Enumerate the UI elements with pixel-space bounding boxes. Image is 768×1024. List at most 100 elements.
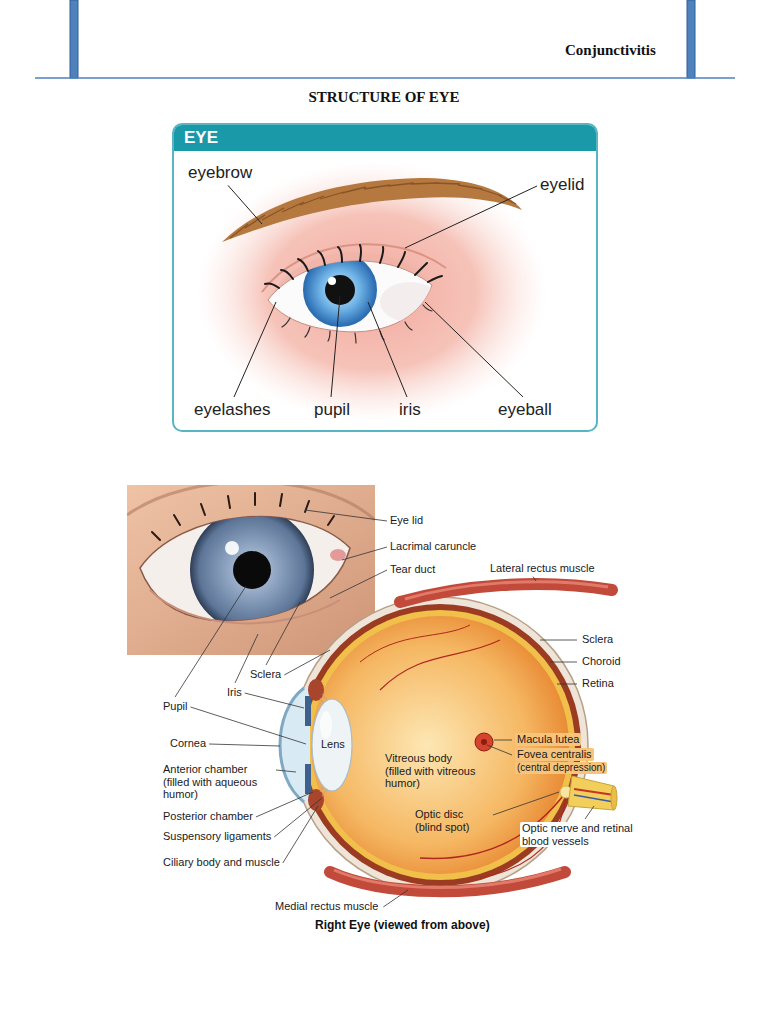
- retinal-artery: [574, 789, 614, 795]
- leader-line: [234, 302, 276, 397]
- iris-section: [305, 696, 311, 726]
- retinal-vessel: [380, 640, 500, 690]
- page-title: STRUCTURE OF EYE: [0, 88, 768, 106]
- photo-lashes: [152, 493, 334, 540]
- leader-line: [550, 662, 577, 663]
- part-label: Medial rectus muscle: [273, 900, 380, 913]
- part-label: Optic nerve and retinal blood vessels: [520, 822, 638, 847]
- part-label: Cornea: [170, 737, 206, 750]
- lens-highlight: [320, 711, 332, 739]
- leader-line: [342, 547, 387, 560]
- leader-line: [425, 302, 523, 397]
- lower-eyelashes: [282, 305, 432, 343]
- part-label: eyelashes: [194, 400, 271, 420]
- header-rule: [35, 77, 735, 79]
- part-label: pupil: [314, 400, 350, 420]
- fovea-spot: [481, 739, 487, 745]
- eyeball-shade: [380, 282, 440, 322]
- leader-line: [276, 770, 296, 772]
- sclera-layer: [292, 597, 588, 893]
- header-bar: [70, 0, 78, 78]
- leader-line: [305, 510, 387, 521]
- retinal-vessel: [360, 625, 470, 662]
- muscle-highlight: [405, 582, 608, 599]
- part-label: Sclera: [250, 668, 281, 681]
- part-label: Ciliary body and muscle: [163, 856, 280, 869]
- leader-line: [330, 570, 387, 598]
- muscle-highlight: [334, 869, 561, 888]
- leader-line: [245, 693, 304, 708]
- leader-line: [533, 577, 536, 581]
- macula-spot: [475, 733, 493, 751]
- page-header: [35, 0, 735, 78]
- leader-line: [228, 185, 262, 224]
- leader-line: [383, 890, 408, 907]
- part-label: Anterior chamber (filled with aqueous hu…: [163, 763, 273, 801]
- photo-highlight: [225, 541, 239, 555]
- figure-caption: Right Eye (viewed from above): [315, 918, 490, 932]
- upper-eyelashes: [265, 245, 442, 288]
- part-label: Lateral rectus muscle: [488, 562, 597, 575]
- leader-line: [191, 707, 307, 744]
- outer-eye-illustration: [197, 162, 547, 422]
- iris-shape: [304, 254, 376, 326]
- eyebrow-hairs: [230, 183, 516, 238]
- leader-line: [256, 792, 313, 817]
- part-label: Fovea centralis: [515, 748, 594, 761]
- part-label: Choroid: [580, 655, 623, 668]
- part-label: Suspensory ligaments: [163, 830, 271, 843]
- leader-line: [331, 296, 340, 397]
- leader-line: [493, 792, 559, 815]
- running-header: Conjunctivitis: [565, 41, 656, 59]
- ciliary-body-shape: [308, 679, 324, 701]
- optic-nerve-shape: [568, 776, 614, 810]
- panel-heading: EYE: [174, 125, 596, 151]
- part-label: Lacrimal caruncle: [390, 540, 476, 553]
- photo-iris-group: [190, 508, 314, 632]
- part-label: Posterior chamber: [163, 810, 253, 823]
- highlight: [328, 277, 336, 285]
- part-label: Sclera: [580, 633, 615, 646]
- eyebrow-shape: [222, 178, 522, 242]
- retinal-vein: [574, 795, 614, 802]
- part-label: (central depression): [515, 762, 607, 774]
- part-label: Retina: [580, 677, 616, 690]
- photo-lower-lid: [150, 590, 340, 623]
- part-label: iris: [399, 400, 421, 420]
- part-label: Tear duct: [390, 563, 435, 576]
- leader-line: [487, 745, 512, 755]
- anterior-chamber-shape: [280, 688, 310, 802]
- leader-line: [557, 684, 577, 685]
- part-label: eyeball: [498, 400, 552, 420]
- part-label: eyebrow: [188, 163, 252, 183]
- leader-line: [494, 740, 512, 741]
- leader-line: [283, 806, 318, 863]
- photo-skin: [127, 485, 375, 655]
- leader-line: [540, 640, 577, 641]
- part-label: Eye lid: [390, 514, 423, 527]
- leader-line: [266, 602, 300, 665]
- leader-line: [585, 806, 594, 819]
- photo-pupil: [233, 551, 271, 589]
- leader-line: [209, 744, 280, 746]
- part-label: eyelid: [540, 175, 584, 195]
- lens-shape: [312, 699, 352, 791]
- part-label: Optic disc (blind spot): [415, 808, 490, 833]
- leader-line: [284, 650, 330, 675]
- leader-line: [274, 798, 322, 837]
- leader-line: [368, 302, 407, 397]
- header-bar: [687, 0, 695, 78]
- leader-line: [175, 586, 246, 697]
- optic-nerve-end: [611, 786, 617, 810]
- leader-line: [405, 186, 537, 248]
- photo-iris: [190, 508, 314, 632]
- part-label: Iris: [227, 686, 242, 699]
- part-label: Pupil: [163, 700, 187, 713]
- part-label: Vitreous body (filled with vitreous humo…: [385, 752, 480, 790]
- skin: [197, 162, 547, 422]
- part-label: Macula lutea: [515, 733, 581, 746]
- iris-section: [305, 764, 311, 794]
